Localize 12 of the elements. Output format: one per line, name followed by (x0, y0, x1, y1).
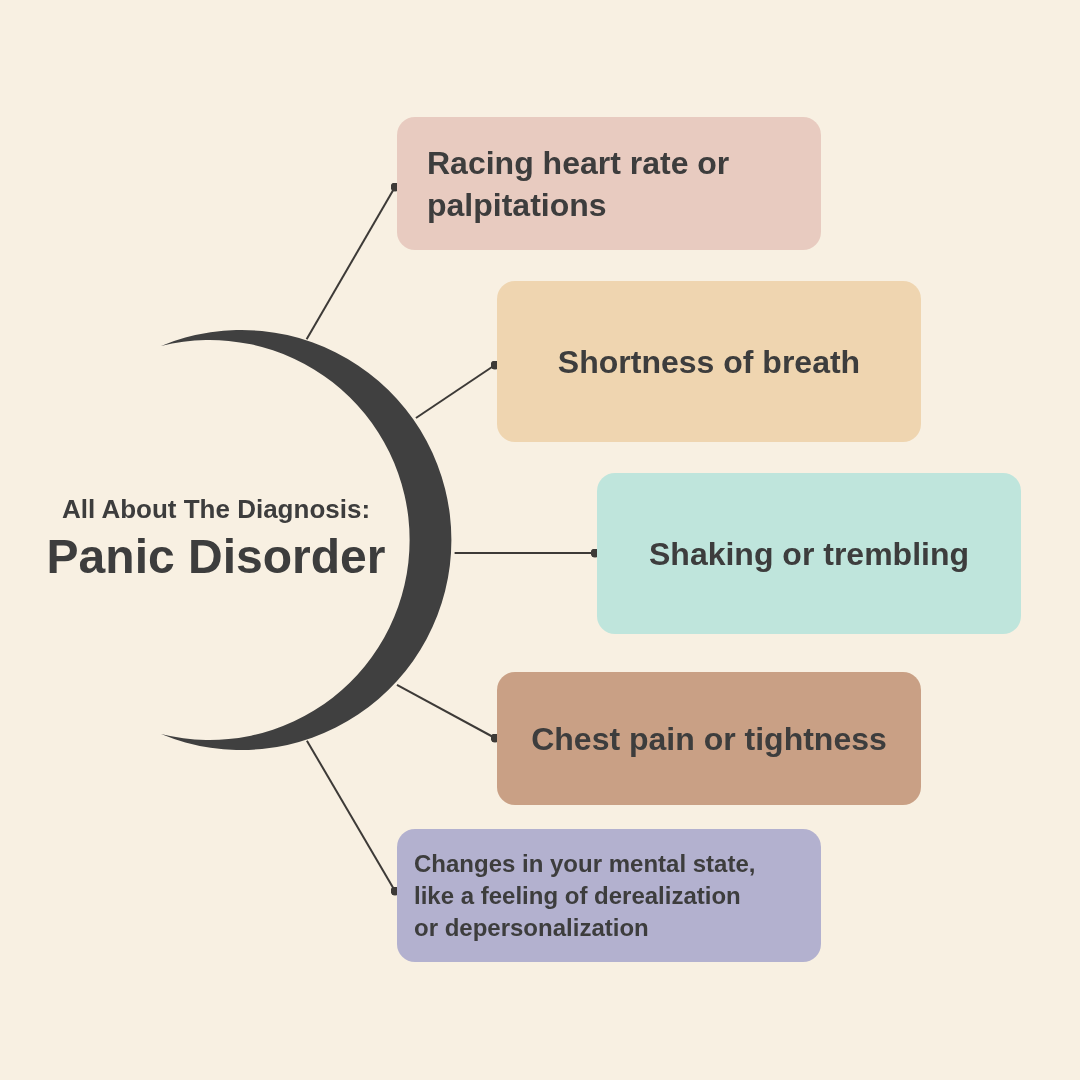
symptom-text: Shortness of breath (557, 342, 861, 382)
symptom-box (497, 281, 921, 442)
symptom-box (397, 829, 821, 962)
symptom-text: Changes in your mental state, like a feeling of derealization or depersonalization (414, 848, 757, 943)
symptom-text: Chest pain or tightness (531, 719, 887, 759)
symptom-box (497, 672, 921, 805)
symptom-text: Shaking or trembling (649, 534, 969, 574)
symptom-text: Racing heart rate or palpitations (427, 143, 731, 225)
diagnosis-subtitle: All About The Diagnosis: (61, 493, 371, 525)
symptom-box (397, 117, 821, 250)
symptom-box (597, 473, 1021, 634)
diagnosis-title: Panic Disorder (46, 529, 386, 585)
